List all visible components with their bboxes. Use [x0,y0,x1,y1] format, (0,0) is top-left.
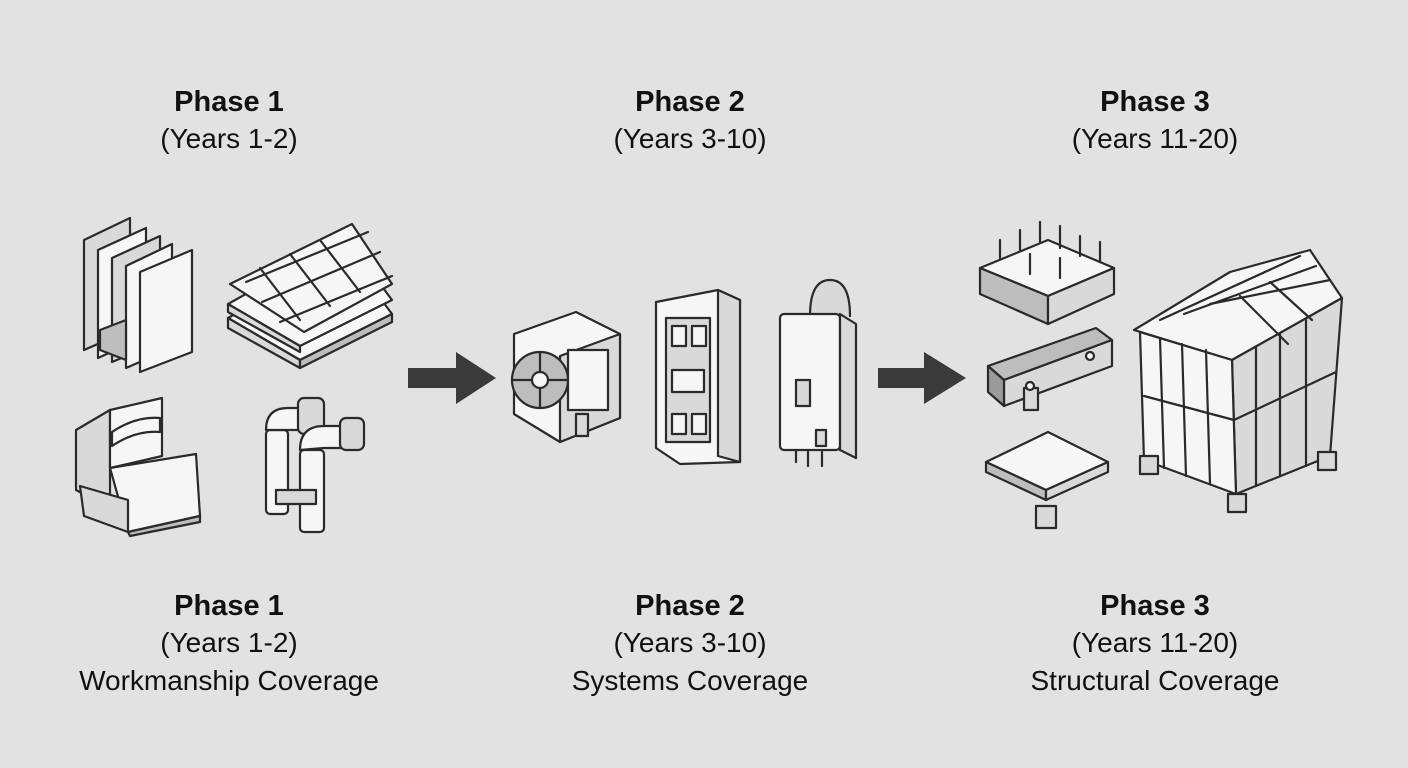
arrow-right-icon [878,352,966,404]
phase-title: Phase 1 [174,590,284,622]
plumbing-pipes-icon [264,396,366,534]
phase-title: Phase 3 [1100,86,1210,118]
phase-coverage: Structural Coverage [1030,665,1280,696]
phase-2-summary: Phase 2 (Years 3-10) Systems Coverage [510,588,870,700]
phase-1-header: Phase 1 (Years 1-2) [49,84,409,158]
arrow-right-icon [408,352,496,404]
phase-years: (Years 3-10) [613,123,767,154]
phase-title: Phase 2 [635,86,745,118]
phase-3-summary: Phase 3 (Years 11-20) Structural Coverag… [975,588,1335,700]
electrical-panel-icon [654,288,742,466]
phase-1-summary: Phase 1 (Years 1-2) Workmanship Coverage [49,588,409,700]
phase-title: Phase 3 [1100,590,1210,622]
phase-years: (Years 1-2) [160,123,298,154]
phase-years: (Years 11-20) [1071,123,1239,154]
phase-title: Phase 2 [635,590,745,622]
concrete-footing-icon [984,430,1110,530]
window-frame-icon [82,216,194,374]
phase-years: (Years 3-10) [613,627,767,658]
house-frame-icon [1132,248,1344,514]
phase-years: (Years 1-2) [160,627,298,658]
phase-2-header: Phase 2 (Years 3-10) [510,84,870,158]
roof-shingles-icon [226,222,394,370]
phase-coverage: Systems Coverage [571,665,809,696]
hvac-condenser-icon [510,310,622,444]
phase-years: (Years 11-20) [1071,627,1239,658]
phase-title: Phase 1 [174,86,284,118]
water-heater-icon [778,278,858,468]
door-sill-trim-icon [74,396,202,538]
steel-beam-icon [986,326,1114,412]
phase-coverage: Workmanship Coverage [79,665,379,696]
foundation-slab-rebar-icon [978,220,1116,326]
phase-3-header: Phase 3 (Years 11-20) [975,84,1335,158]
